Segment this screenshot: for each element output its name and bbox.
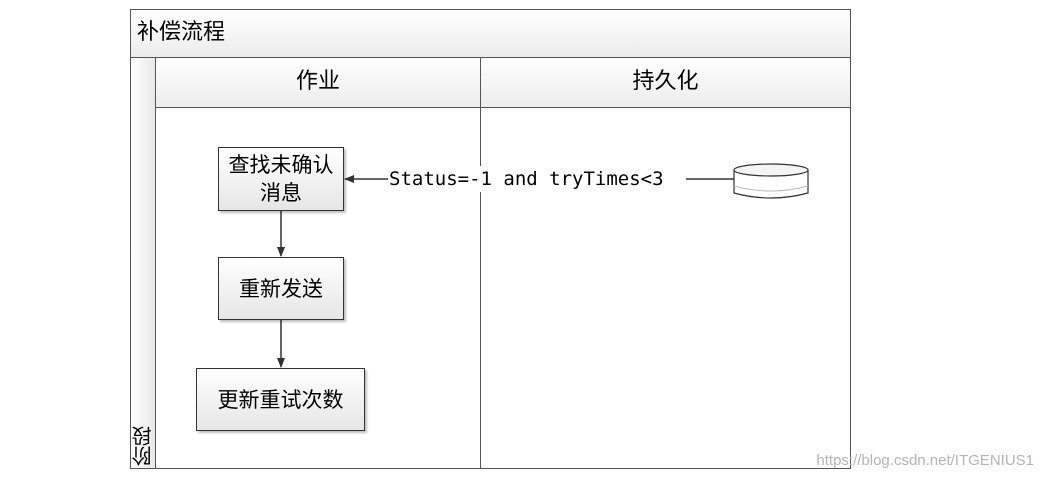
phase-bar — [131, 58, 156, 468]
lane-header-operation: 作业 — [156, 58, 480, 108]
resend-label: 重新发送 — [239, 276, 323, 301]
pool-title: 补偿流程 — [131, 10, 850, 58]
database-cylinder-icon — [733, 163, 809, 199]
resend-box[interactable]: 重新发送 — [218, 257, 344, 320]
update-retry-label: 更新重试次数 — [217, 387, 344, 412]
find-unconfirmed-label: 查找未确认消息 — [228, 153, 334, 205]
update-retry-box[interactable]: 更新重试次数 — [196, 368, 365, 431]
lane-divider — [480, 58, 481, 468]
find-unconfirmed-box[interactable]: 查找未确认消息 — [218, 147, 344, 211]
watermark: https://blog.csdn.net/ITGENIUS1 — [816, 452, 1034, 469]
lane-header-persistence: 持久化 — [481, 58, 850, 108]
condition-label: Status=-1 and tryTimes<3 — [388, 166, 665, 192]
